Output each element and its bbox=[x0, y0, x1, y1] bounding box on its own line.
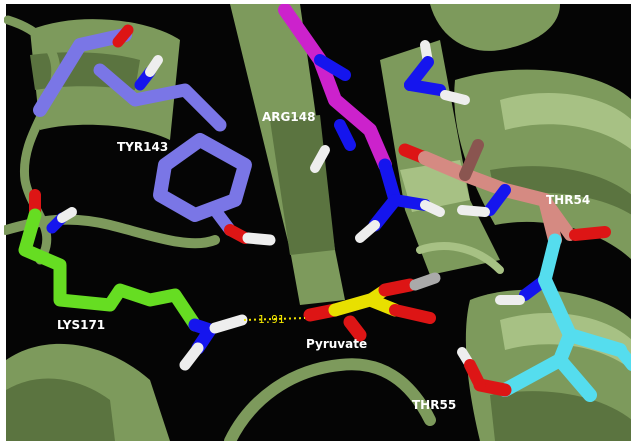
tyr143-carbonyl-o bbox=[112, 24, 134, 48]
sheet-central-shade bbox=[270, 115, 335, 255]
thr54-n bbox=[484, 184, 511, 216]
label-lys171: LYS171 bbox=[57, 318, 105, 332]
arg148-top-n2 bbox=[404, 56, 434, 91]
pyruvate-methyl-o bbox=[389, 304, 436, 324]
coil-right-center bbox=[416, 242, 504, 274]
arg148-n1 bbox=[314, 54, 351, 81]
tyr143-oxygen bbox=[224, 224, 251, 244]
residue-arg148 bbox=[278, 3, 470, 243]
arg148-n2 bbox=[334, 119, 356, 151]
arg148-h1 bbox=[310, 145, 330, 173]
thr55-og2 bbox=[464, 359, 486, 391]
tyr143-ring bbox=[153, 133, 252, 222]
arg148-chain bbox=[278, 3, 392, 172]
thr54-carbonyl-o bbox=[569, 226, 611, 241]
residue-thr55 bbox=[457, 233, 635, 402]
tyr143-backbone bbox=[33, 28, 132, 117]
label-thr55: THR55 bbox=[412, 398, 456, 412]
label-pyruvate: Pyruvate bbox=[306, 337, 367, 351]
helix-lower-right-band-2 bbox=[490, 391, 632, 441]
lys171-h-bb bbox=[57, 207, 77, 223]
ribbon-lower-left-shade bbox=[6, 378, 115, 441]
thr54-nh bbox=[457, 205, 490, 217]
pyruvate-o3 bbox=[378, 278, 417, 297]
lys171-hz1 bbox=[209, 314, 248, 334]
tyr143-hydrogen bbox=[242, 232, 276, 246]
residue-tyr143 bbox=[33, 24, 276, 246]
arg148-top-h2 bbox=[440, 90, 470, 105]
lys171-chain bbox=[18, 208, 202, 332]
lys171-hz2 bbox=[179, 342, 204, 371]
residue-thr54 bbox=[398, 139, 611, 247]
loop-top-right bbox=[430, 4, 560, 51]
helix-right-band bbox=[500, 92, 632, 150]
thr54-methyl bbox=[459, 139, 484, 181]
thr55-tail bbox=[614, 344, 635, 371]
residue-lys171 bbox=[18, 189, 248, 371]
tyr143-sidechain bbox=[93, 63, 227, 132]
label-thr54: THR54 bbox=[546, 193, 590, 207]
ligand-pyruvate bbox=[303, 272, 441, 342]
arg148-h3 bbox=[420, 200, 445, 217]
helix-right-band-2 bbox=[490, 166, 632, 215]
hbond-dashed-line bbox=[243, 317, 306, 321]
label-arg148: ARG148 bbox=[262, 110, 315, 124]
pyruvate-top bbox=[409, 272, 441, 291]
thr54-carbonyl bbox=[539, 194, 576, 241]
tyr143-nh bbox=[145, 55, 163, 77]
coil-lower-center bbox=[224, 358, 436, 445]
arg148-n3 bbox=[389, 194, 431, 211]
pyruvate-o2 bbox=[343, 315, 367, 342]
label-tyr143: TYR143 bbox=[117, 140, 168, 154]
hbond-distance-label: 1.91 bbox=[258, 313, 285, 326]
arg148-h2 bbox=[355, 220, 380, 243]
thr55-chain bbox=[498, 273, 627, 402]
